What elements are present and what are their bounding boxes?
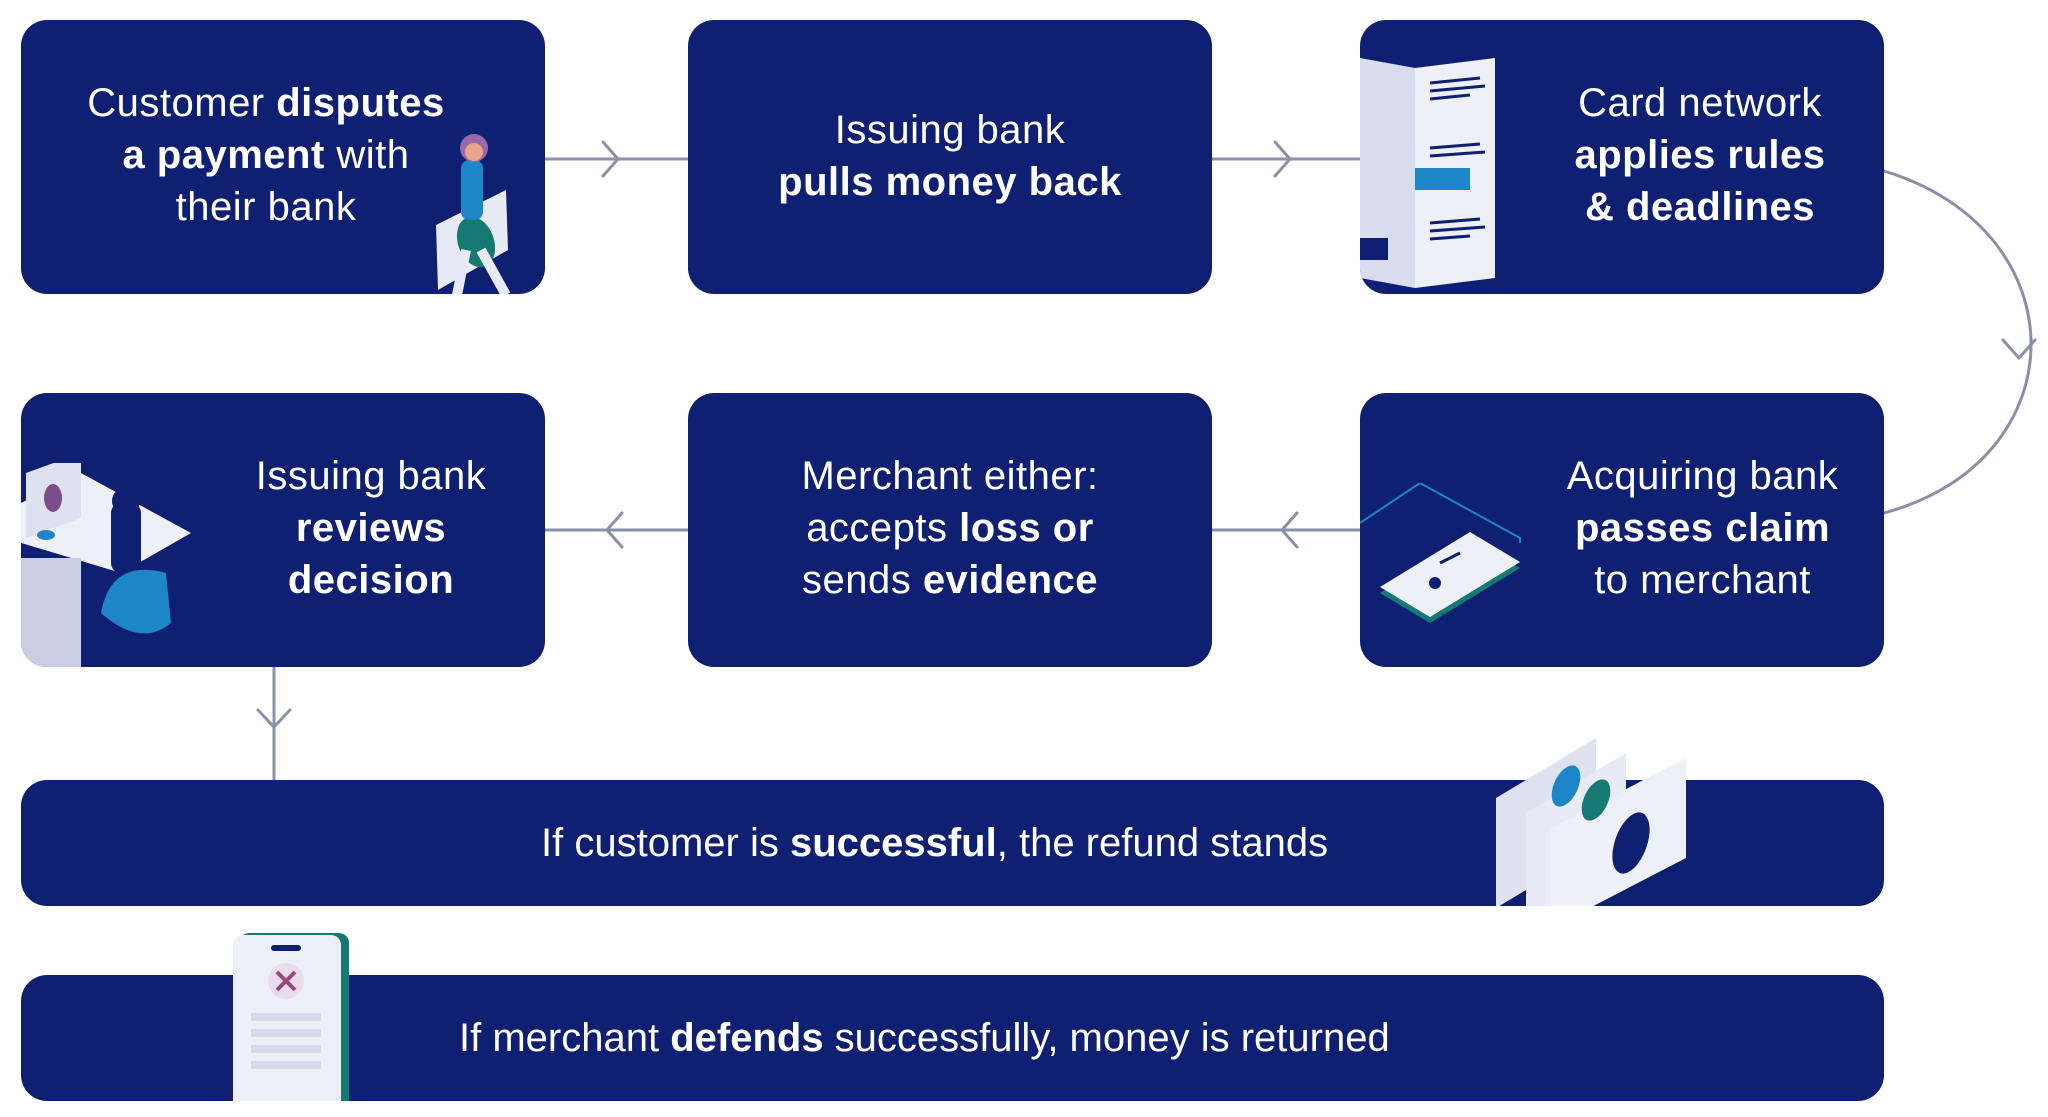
plain-text: Customer [87, 81, 277, 125]
arrowhead-2-3 [1273, 140, 1292, 178]
step-text: Acquiring bank passes claim to merchant [1530, 450, 1875, 606]
person-at-desk-icon [21, 463, 191, 667]
step-acquiring-bank-passes: Acquiring bank passes claim to merchant [1360, 393, 1884, 667]
outcome-text: If customer is successful, the refund st… [541, 818, 1328, 868]
emphasis-text: a payment [122, 133, 325, 177]
outcome-text: If merchant defends successfully, money … [459, 1013, 1390, 1063]
emphasis-text: decision [287, 558, 455, 602]
banknotes-icon [1496, 738, 1686, 906]
emphasis-text: passes claim [1574, 506, 1831, 550]
step-text: Issuing bank pulls money back [708, 104, 1192, 208]
plain-text: to merchant [1594, 558, 1811, 602]
step-text: Merchant either: accepts loss or sends evi… [708, 450, 1192, 606]
step-issuing-bank-reviews: Issuing bank reviews decision [21, 393, 545, 667]
plain-text: If merchant [459, 1016, 671, 1060]
plain-text: Merchant either: [801, 454, 1099, 498]
phone-rejected-icon [233, 933, 349, 1101]
plain-text: Acquiring bank [1566, 454, 1839, 498]
outcome-merchant-defends: If merchant defends successfully, money … [21, 933, 1884, 1101]
plain-text: If customer is [541, 821, 790, 865]
emphasis-text: successful [789, 821, 997, 865]
arrowhead-1-2 [601, 140, 620, 178]
emphasis-text: reviews [295, 506, 447, 550]
arrowhead-3-6 [2001, 338, 2037, 360]
emphasis-text: applies rules [1574, 133, 1826, 177]
step-text: Card network applies rules & deadlines [1530, 77, 1870, 233]
arrowhead-5-4 [605, 511, 624, 549]
plain-text: Issuing bank [834, 108, 1066, 152]
step-merchant-responds: Merchant either: accepts loss or sends evi… [688, 393, 1212, 667]
rulebook-document-icon [1360, 58, 1495, 288]
smartphone-icon [1360, 483, 1521, 623]
person-carrying-card-icon [436, 134, 511, 294]
arrowhead-4-outcomes [256, 708, 292, 729]
plain-text: Card network [1578, 81, 1822, 125]
plain-text: accepts [806, 506, 960, 550]
emphasis-text: evidence [922, 558, 1099, 602]
plain-text: with [324, 133, 410, 177]
plain-text: their bank [175, 185, 357, 229]
step-text: Customer disputes a payment with their ban… [61, 77, 471, 233]
emphasis-text: pulls money back [778, 160, 1122, 204]
plain-text: Issuing bank [255, 454, 487, 498]
emphasis-text: disputes [276, 81, 445, 125]
emphasis-text: & deadlines [1584, 185, 1815, 229]
emphasis-text: loss or [959, 506, 1094, 550]
plain-text: sends [801, 558, 923, 602]
plain-text: successfully, money is returned [823, 1016, 1390, 1060]
step-text: Issuing bank reviews decision [201, 450, 541, 606]
arrowhead-6-5 [1280, 511, 1299, 549]
plain-text: , the refund stands [996, 821, 1329, 865]
step-card-network-rules: Card network applies rules & deadlines [1360, 20, 1884, 294]
connector-3-6 [1882, 169, 2033, 515]
outcome-customer-successful: If customer is successful, the refund st… [21, 738, 1884, 906]
step-issuing-bank-pulls-money: Issuing bank pulls money back [688, 20, 1212, 294]
emphasis-text: defends [670, 1016, 824, 1060]
step-customer-disputes: Customer disputes a payment with their ban… [21, 20, 545, 294]
